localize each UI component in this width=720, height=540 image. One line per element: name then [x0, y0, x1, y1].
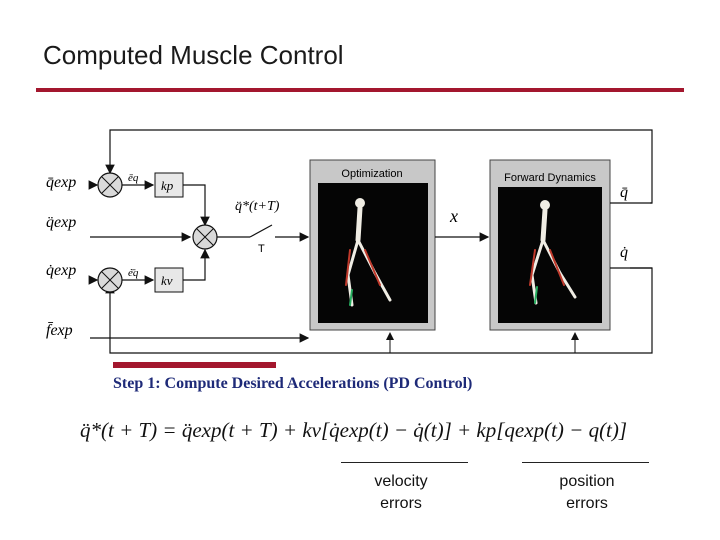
velocity-bracket — [341, 462, 468, 463]
cmc-block-diagram: q̄exp q̈exp q̇exp f̄exp ēq kp ė̄q kv q̈*… — [46, 129, 653, 354]
input-qddot-exp: q̈exp — [46, 214, 76, 231]
skeleton-figure-fd — [529, 200, 577, 305]
kv-gain-block — [154, 267, 184, 293]
title-underline — [36, 88, 684, 92]
kv-label: kv — [161, 273, 173, 288]
forward-dynamics-label: Forward Dynamics — [504, 172, 596, 184]
switch-label: T — [258, 243, 265, 255]
velocity-error-label: ė̄q — [128, 267, 139, 279]
slide-title: Computed Muscle Control — [43, 40, 344, 70]
step-accent-bar — [113, 362, 276, 368]
sample-switch — [249, 224, 273, 238]
velocity-caption-line2: errors — [380, 495, 422, 512]
output-q: q̄ — [620, 184, 628, 201]
step-heading: Step 1: Compute Desired Accelerations (P… — [113, 375, 473, 392]
position-caption-line1: position — [559, 473, 615, 490]
optimization-label: Optimization — [341, 168, 402, 180]
skeleton-figure-opt — [345, 198, 392, 307]
velocity-caption-line1: velocity — [374, 473, 428, 490]
output-qdot: q̇ — [620, 244, 628, 261]
desired-accel-label: q̈*(t+T) — [235, 199, 280, 214]
pd-control-equation: q̈*(t + T) = q̈exp(t + T) + kv[q̇exp(t) … — [80, 418, 628, 442]
position-errors-caption: position errors — [527, 471, 647, 515]
position-bracket — [522, 462, 649, 463]
kp-label: kp — [161, 178, 174, 193]
input-q-exp: q̄exp — [46, 174, 76, 191]
input-qdot-exp: q̇exp — [46, 262, 76, 279]
optimization-skeleton-panel — [318, 183, 428, 323]
velocity-errors-caption: velocity errors — [341, 471, 461, 515]
input-f-exp: f̄exp — [46, 322, 73, 339]
position-caption-line2: errors — [566, 495, 608, 512]
optimization-output-x: x — [449, 206, 458, 226]
position-error-label: ēq — [128, 172, 139, 184]
